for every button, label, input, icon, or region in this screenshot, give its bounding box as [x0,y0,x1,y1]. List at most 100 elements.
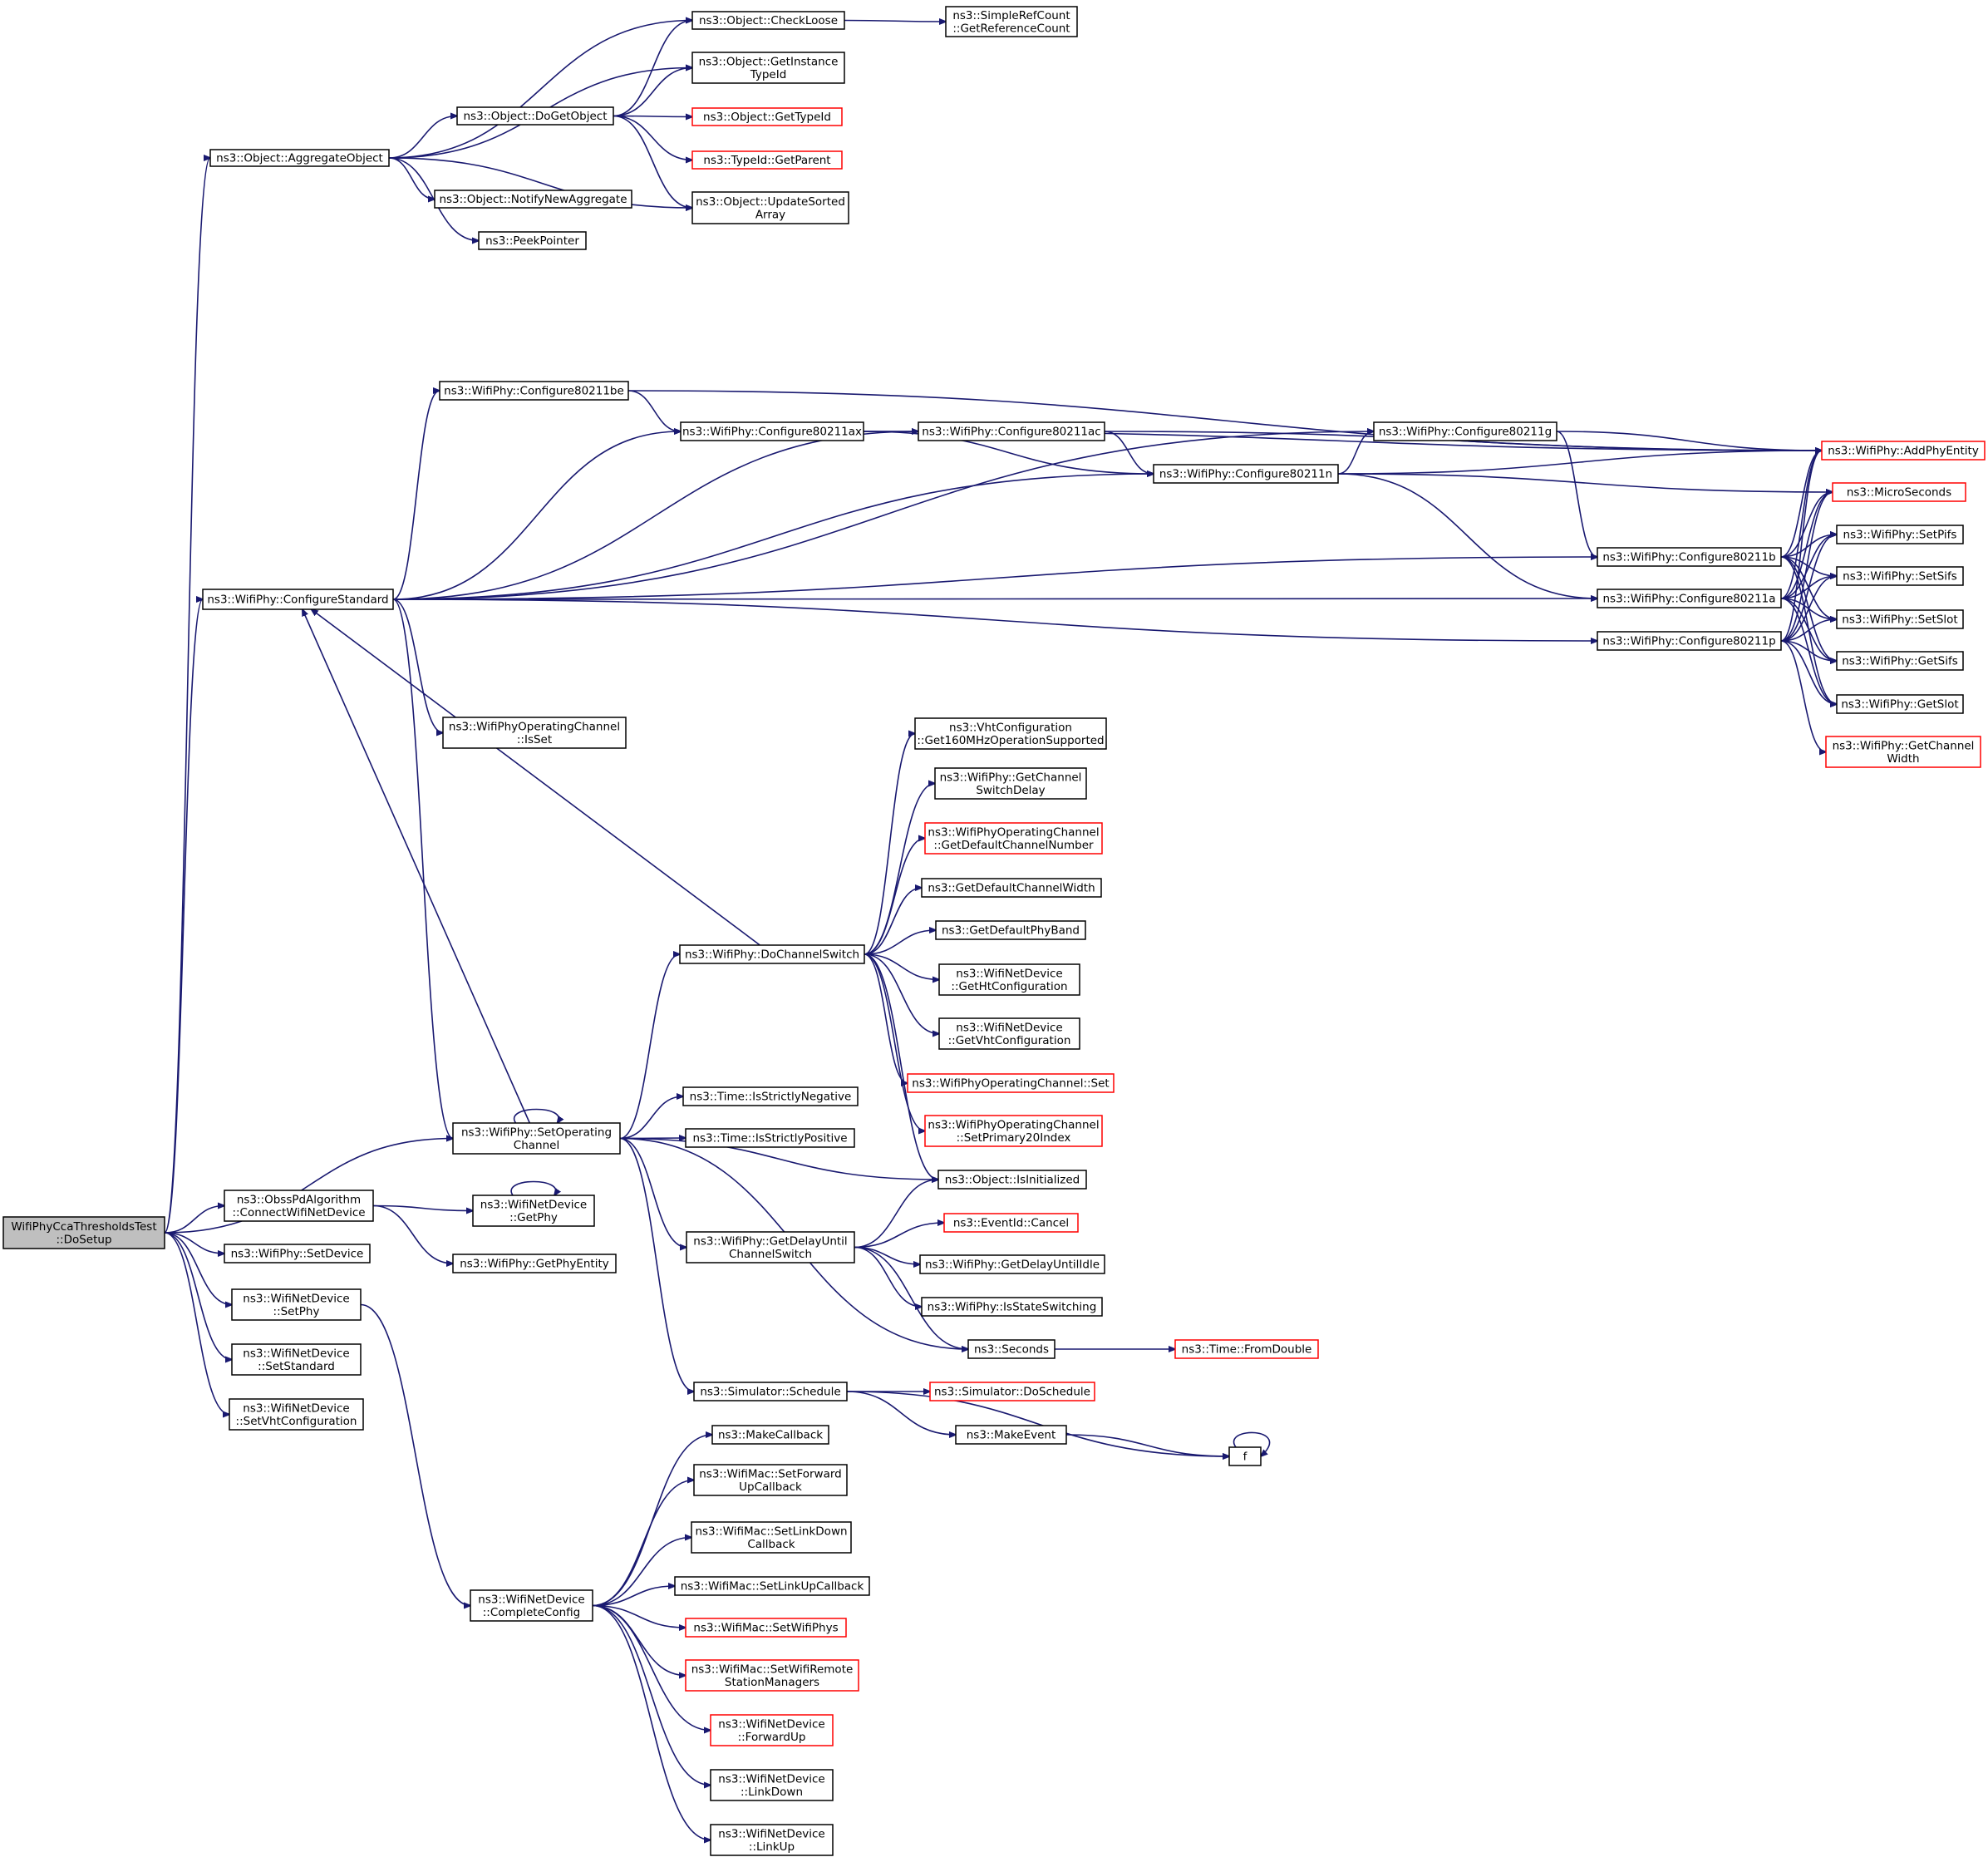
node-label: TypeId [750,68,787,81]
node-label: ns3::WifiPhy::SetSifs [1843,570,1957,584]
edge-c80211b-to-setpifs [1780,534,1837,558]
node-obsspd[interactable]: ns3::ObssPdAlgorithm::ConnectWifiNetDevi… [224,1190,374,1222]
node-setwifiphys[interactable]: ns3::WifiMac::SetWifiPhys [685,1618,847,1638]
node-c80211g[interactable]: ns3::WifiPhy::Configure80211g [1373,421,1557,441]
node-gethtconf[interactable]: ns3::WifiNetDevice::GetHtConfiguration [938,963,1080,996]
node-label: ns3::WifiPhy::DoChannelSwitch [685,948,859,962]
node-c80211be[interactable]: ns3::WifiPhy::Configure80211be [439,381,629,401]
edge-dogetobject-to-gettypeid [613,116,692,117]
node-setremotemgr[interactable]: ns3::WifiMac::SetWifiRemoteStationManage… [685,1659,859,1692]
node-c80211ac[interactable]: ns3::WifiPhy::Configure80211ac [918,421,1105,441]
node-dogetobject[interactable]: ns3::Object::DoGetObject [456,106,614,126]
node-getdelayidle[interactable]: ns3::WifiPhy::GetDelayUntilIdle [919,1254,1105,1274]
node-f[interactable]: f [1228,1446,1262,1466]
node-box [1597,589,1782,608]
node-microseconds[interactable]: ns3::MicroSeconds [1832,482,1966,502]
node-makeevent[interactable]: ns3::MakeEvent [955,1425,1067,1445]
node-opchanset[interactable]: ns3::WifiPhyOperatingChannel::Set [907,1073,1115,1093]
node-eventcancel[interactable]: ns3::EventId::Cancel [943,1213,1079,1233]
node-opchanisset[interactable]: ns3::WifiPhyOperatingChannel::IsSet [442,717,627,749]
edge-root-to-setdevice [164,1232,224,1254]
node-seconds[interactable]: ns3::Seconds [967,1339,1056,1359]
edge-root-to-setstandard [164,1232,232,1360]
node-doschedule[interactable]: ns3::Simulator::DoSchedule [929,1382,1095,1401]
node-setstandard[interactable]: ns3::WifiNetDevice::SetStandard [231,1343,362,1376]
node-getdefchannum[interactable]: ns3::WifiPhyOperatingChannel::GetDefault… [924,822,1103,855]
node-label: ns3::WifiNetDevice [718,1827,824,1840]
node-notifyaggr[interactable]: ns3::Object::NotifyNewAggregate [434,190,632,209]
node-box [439,381,629,401]
node-label: ns3::WifiPhy::GetPhyEntity [460,1258,609,1271]
node-getdefchanwidth[interactable]: ns3::GetDefaultChannelWidth [921,878,1102,898]
node-setsifs[interactable]: ns3::WifiPhy::SetSifs [1836,566,1964,586]
node-getphyentity[interactable]: ns3::WifiPhy::GetPhyEntity [452,1254,617,1273]
node-box [937,1170,1087,1190]
node-getsifs[interactable]: ns3::WifiPhy::GetSifs [1836,651,1964,671]
node-setslot[interactable]: ns3::WifiPhy::SetSlot [1836,609,1964,629]
node-setlinkup[interactable]: ns3::WifiMac::SetLinkUpCallback [674,1576,870,1596]
edge-setopchan-to-getdelayuntil [619,1137,686,1248]
node-configstd[interactable]: ns3::WifiPhy::ConfigureStandard [202,589,394,610]
node-c80211a[interactable]: ns3::WifiPhy::Configure80211a [1597,589,1782,608]
node-linkup[interactable]: ns3::WifiNetDevice::LinkUp [710,1824,834,1856]
node-netdevsetphy[interactable]: ns3::WifiNetDevice::SetPhy [231,1288,362,1321]
edge-dochanswitch-to-getdefchanwidth [864,888,922,955]
node-getparent[interactable]: ns3::TypeId::GetParent [691,150,843,170]
node-fromdouble[interactable]: ns3::Time::FromDouble [1174,1339,1319,1359]
node-setdevice[interactable]: ns3::WifiPhy::SetDevice [224,1244,371,1264]
node-box [1825,736,1981,768]
node-schedule[interactable]: ns3::Simulator::Schedule [693,1382,848,1401]
node-getdefphyband[interactable]: ns3::GetDefaultPhyBand [935,920,1086,940]
node-c80211n[interactable]: ns3::WifiPhy::Configure80211n [1153,464,1339,484]
node-linkdown[interactable]: ns3::WifiNetDevice::LinkDown [710,1769,834,1801]
node-isstrictneg[interactable]: ns3::Time::IsStrictlyNegative [682,1086,859,1106]
node-isstateswitching[interactable]: ns3::WifiPhy::IsStateSwitching [921,1297,1103,1317]
node-box [914,717,1107,750]
node-completeconfig[interactable]: ns3::WifiNetDevice::CompleteConfig [470,1589,593,1622]
node-peekpointer[interactable]: ns3::PeekPointer [478,231,587,250]
node-forwardup[interactable]: ns3::WifiNetDevice::ForwardUp [710,1714,834,1746]
node-label: ns3::WifiNetDevice [243,1292,349,1305]
node-isstrictpos[interactable]: ns3::Time::IsStrictlyPositive [685,1128,855,1148]
edge-root-to-setvhtconf [164,1232,229,1415]
node-box [929,1382,1095,1401]
node-isinitialized[interactable]: ns3::Object::IsInitialized [937,1170,1087,1190]
node-box [224,1190,374,1222]
node-setprimary20[interactable]: ns3::WifiPhyOperatingChannel::SetPrimary… [924,1115,1103,1147]
node-box [711,1425,829,1445]
node-label: UpCallback [739,1480,802,1494]
node-label: ns3::WifiPhy::IsStateSwitching [928,1301,1097,1314]
node-addphyentity[interactable]: ns3::WifiPhy::AddPhyEntity [1821,441,1986,461]
edge-c80211ac-to-c80211n [1104,431,1154,474]
edge-aggregate-to-checkloose [388,21,692,159]
node-aggregate[interactable]: ns3::Object::AggregateObject [209,149,390,167]
node-c80211b[interactable]: ns3::WifiPhy::Configure80211b [1597,547,1782,567]
node-box [691,107,843,126]
node-c80211p[interactable]: ns3::WifiPhy::Configure80211p [1597,631,1782,651]
node-getvhtconf[interactable]: ns3::WifiNetDevice::GetVhtConfiguration [938,1017,1080,1050]
node-setpifs[interactable]: ns3::WifiPhy::SetPifs [1836,525,1964,544]
node-gettypeid[interactable]: ns3::Object::GetTypeId [691,107,843,126]
node-box [229,1398,364,1431]
node-vht160[interactable]: ns3::VhtConfiguration::Get160MHzOperatio… [914,717,1107,750]
node-c80211ax[interactable]: ns3::WifiPhy::Configure80211ax [680,421,864,441]
node-checkloose[interactable]: ns3::Object::CheckLoose [691,11,845,30]
edge-dogetobject-to-updatesorted [613,115,692,209]
node-netdevgetphy[interactable]: ns3::WifiNetDevice::GetPhy [472,1195,595,1227]
node-box [924,822,1103,855]
node-root[interactable]: WifiPhyCcaThresholdsTest::DoSetup [2,1216,165,1249]
node-makecallback[interactable]: ns3::MakeCallback [711,1425,829,1445]
node-box [1228,1446,1262,1466]
node-getslot[interactable]: ns3::WifiPhy::GetSlot [1836,694,1964,714]
node-setvhtconf[interactable]: ns3::WifiNetDevice::SetVhtConfiguration [229,1398,364,1431]
node-dochanswitch[interactable]: ns3::WifiPhy::DoChannelSwitch [679,944,865,964]
node-getrefcount[interactable]: ns3::SimpleRefCount::GetReferenceCount [945,6,1078,37]
